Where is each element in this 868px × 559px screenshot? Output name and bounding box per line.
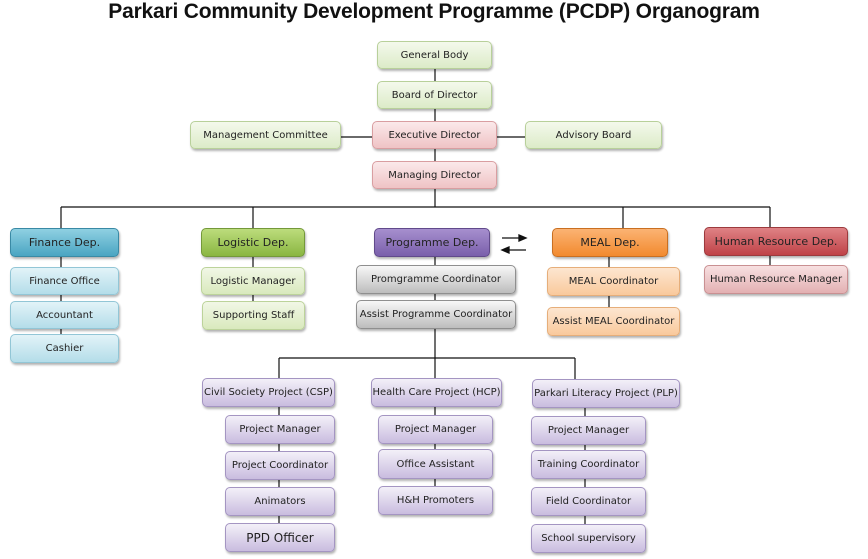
assist-programme-coordinator-box: Assist Programme Coordinator: [356, 300, 516, 329]
logistic-dep-box: Logistic Dep.: [201, 228, 305, 257]
meal-dep-box: MEAL Dep.: [552, 228, 668, 257]
hcp-hh-promoters-box: H&H Promoters: [378, 486, 493, 515]
executive-director-box: Executive Director: [372, 121, 497, 149]
csp-project-box: Civil Society Project (CSP): [202, 378, 335, 407]
hcp-office-assistant-box: Office Assistant: [378, 449, 493, 479]
human-resource-manager-box: Human Resource Manager: [704, 265, 848, 294]
csp-animators-box: Animators: [225, 487, 335, 516]
programme-coordinator-box: Promgramme Coordinator: [356, 265, 516, 294]
finance-office-box: Finance Office: [10, 267, 119, 295]
logistic-manager-box: Logistic Manager: [201, 267, 305, 295]
accountant-box: Accountant: [10, 301, 119, 329]
plp-training-coordinator-box: Training Coordinator: [531, 450, 646, 479]
assist-meal-coordinator-box: Assist MEAL Coordinator: [547, 307, 680, 336]
general-body-box: General Body: [377, 41, 492, 69]
plp-field-coordinator-box: Field Coordinator: [531, 487, 646, 516]
cashier-box: Cashier: [10, 334, 119, 363]
plp-project-manager-box: Project Manager: [531, 416, 646, 445]
programme-dep-box: Programme Dep.: [374, 228, 490, 257]
human-resource-dep-box: Human Resource Dep.: [704, 227, 848, 256]
advisory-board-box: Advisory Board: [525, 121, 662, 149]
board-of-director-box: Board of Director: [377, 81, 492, 109]
hcp-project-manager-box: Project Manager: [378, 415, 493, 444]
managing-director-box: Managing Director: [372, 161, 497, 189]
plp-project-box: Parkari Literacy Project (PLP): [532, 379, 680, 408]
finance-dep-box: Finance Dep.: [10, 228, 119, 257]
page-title: Parkari Community Development Programme …: [108, 0, 760, 23]
bidirectional-arrows-icon: [500, 234, 528, 254]
csp-project-manager-box: Project Manager: [225, 415, 335, 444]
csp-project-coordinator-box: Project Coordinator: [225, 451, 335, 480]
hcp-project-box: Health Care Project (HCP): [371, 378, 502, 407]
csp-ppd-officer-box: PPD Officer: [225, 523, 335, 552]
meal-coordinator-box: MEAL Coordinator: [547, 267, 680, 296]
plp-school-supervisory-box: School supervisory: [531, 524, 646, 553]
management-committee-box: Management Committee: [190, 121, 341, 149]
supporting-staff-box: Supporting Staff: [202, 301, 305, 330]
